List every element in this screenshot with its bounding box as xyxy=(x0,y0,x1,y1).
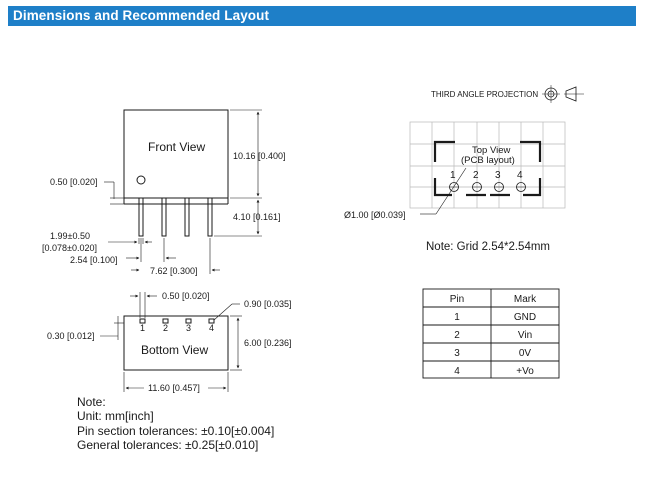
table-cell: Vin xyxy=(518,330,532,341)
table-cell: +Vo xyxy=(516,366,534,377)
table-cell: 4 xyxy=(454,366,460,377)
dim-standoff: 0.50 [0.020] xyxy=(50,177,98,187)
note-line: Unit: mm[inch] xyxy=(77,409,154,423)
table-cell: 1 xyxy=(454,312,460,323)
table-cell: 0V xyxy=(519,348,532,359)
section-title: Dimensions and Recommended Layout xyxy=(13,8,270,23)
dim-pin-length: 4.10 [0.161] xyxy=(233,212,281,222)
dim-pin-offset: 0.50 [0.020] xyxy=(162,291,210,301)
pin xyxy=(207,197,213,237)
pin-table xyxy=(422,288,560,379)
table-header-mark: Mark xyxy=(514,294,537,305)
note-line: General tolerances: ±0.25[±0.010] xyxy=(77,438,258,452)
pin-pad xyxy=(185,318,192,324)
pin xyxy=(161,197,167,237)
grid-note: Note: Grid 2.54*2.54mm xyxy=(426,241,550,253)
pin xyxy=(184,197,190,237)
dim-pin-width-in: [0.078±0.020] xyxy=(42,243,97,253)
bottom-pin-number: 1 xyxy=(140,323,145,333)
table-cell: 3 xyxy=(454,348,460,359)
bottom-pin-number: 2 xyxy=(163,323,168,333)
table-cell: 2 xyxy=(454,330,460,341)
module-bottom-outline xyxy=(123,315,229,371)
dim-hole: Ø1.00 [Ø0.039] xyxy=(344,210,406,220)
dim-pitch: 2.54 [0.100] xyxy=(70,255,118,265)
pin-pad xyxy=(139,318,146,324)
top-pin-number: 2 xyxy=(473,170,479,181)
front-view-label: Front View xyxy=(148,140,205,154)
orientation-dot xyxy=(136,175,146,185)
section-header: Dimensions and Recommended Layout xyxy=(8,6,636,26)
pin-pad xyxy=(208,318,215,324)
pcb-holes xyxy=(420,167,526,215)
pin-pad xyxy=(162,318,169,324)
projection-symbol-icon xyxy=(542,85,584,103)
top-view-sublabel: (PCB layout) xyxy=(461,155,515,166)
top-pin-number: 4 xyxy=(517,170,523,181)
dim-pad-size: 0.90 [0.035] xyxy=(244,299,292,309)
bottom-pin-number: 4 xyxy=(209,323,214,333)
dim-width: 6.00 [0.236] xyxy=(244,338,292,348)
bottom-view-label: Bottom View xyxy=(141,343,208,357)
dim-height: 10.16 [0.400] xyxy=(233,151,286,161)
pcb-grid xyxy=(409,121,566,209)
module-body xyxy=(123,109,229,199)
component-outline xyxy=(433,140,542,197)
dim-edge-margin: 0.30 [0.012] xyxy=(47,331,95,341)
pin xyxy=(138,197,144,237)
dim-span: 7.62 [0.300] xyxy=(150,266,198,276)
dim-pin-width-mm: 1.99±0.50 xyxy=(50,231,90,241)
front-view xyxy=(104,109,262,274)
top-pin-number: 3 xyxy=(495,170,501,181)
note-line: Pin section tolerances: ±0.10[±0.004] xyxy=(77,424,274,438)
notes-heading: Note: xyxy=(77,395,106,409)
top-view-label: Top View xyxy=(472,145,511,156)
bottom-pin-number: 3 xyxy=(186,323,191,333)
dim-length: 11.60 [0.457] xyxy=(148,383,200,393)
table-cell: GND xyxy=(514,312,536,323)
projection-label: THIRD ANGLE PROJECTION xyxy=(431,90,538,99)
bottom-view xyxy=(100,292,242,392)
table-header-pin: Pin xyxy=(450,294,464,305)
top-pin-number: 1 xyxy=(450,170,456,181)
